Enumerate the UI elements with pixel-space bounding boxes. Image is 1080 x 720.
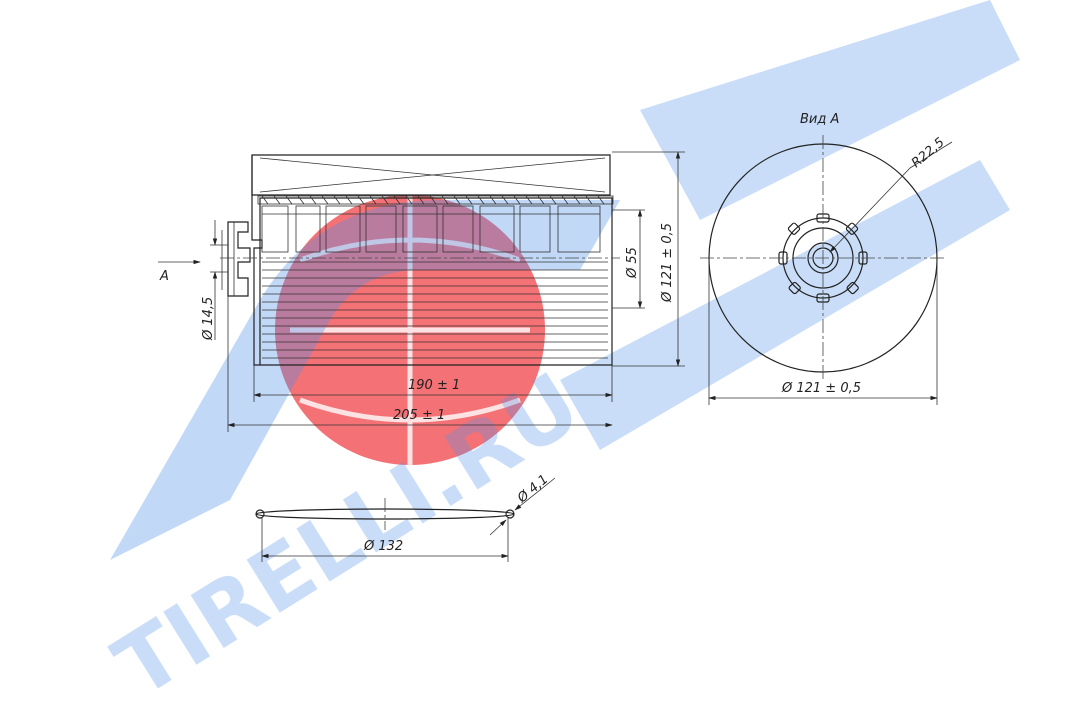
- dimension-outer-diameter-front: Ø 121 ± 0,5: [708, 258, 938, 405]
- filter-side-view: [220, 154, 620, 366]
- dimension-length-inner: 190 ± 1: [253, 365, 613, 402]
- dimension-port-diameter: Ø 14,5: [201, 220, 228, 341]
- dimension-gasket-diameter: Ø 132: [261, 518, 509, 562]
- svg-text:205 ± 1: 205 ± 1: [393, 408, 445, 423]
- svg-text:A: A: [159, 269, 169, 284]
- svg-text:Ø 132: Ø 132: [363, 539, 403, 554]
- watermark-blue-s: [110, 200, 620, 560]
- svg-text:Ø 121 ± 0,5: Ø 121 ± 0,5: [660, 223, 675, 303]
- svg-text:190 ± 1: 190 ± 1: [408, 378, 460, 393]
- view-label: Вид A: [800, 112, 839, 127]
- watermark-logo: TIRELLI.RU: [98, 0, 1020, 718]
- svg-text:Ø 14,5: Ø 14,5: [201, 297, 216, 341]
- gasket-ring: [255, 498, 515, 530]
- dimension-outer-diameter-side: Ø 121 ± 0,5: [612, 151, 685, 367]
- svg-text:Ø 55: Ø 55: [625, 247, 640, 279]
- dimension-length-total: 205 ± 1: [227, 296, 613, 432]
- svg-text:R22,5: R22,5: [909, 135, 948, 171]
- svg-text:Ø 121 ± 0,5: Ø 121 ± 0,5: [781, 381, 861, 396]
- section-marker: A: [158, 259, 201, 284]
- dimension-inner-diameter: Ø 55: [612, 209, 645, 309]
